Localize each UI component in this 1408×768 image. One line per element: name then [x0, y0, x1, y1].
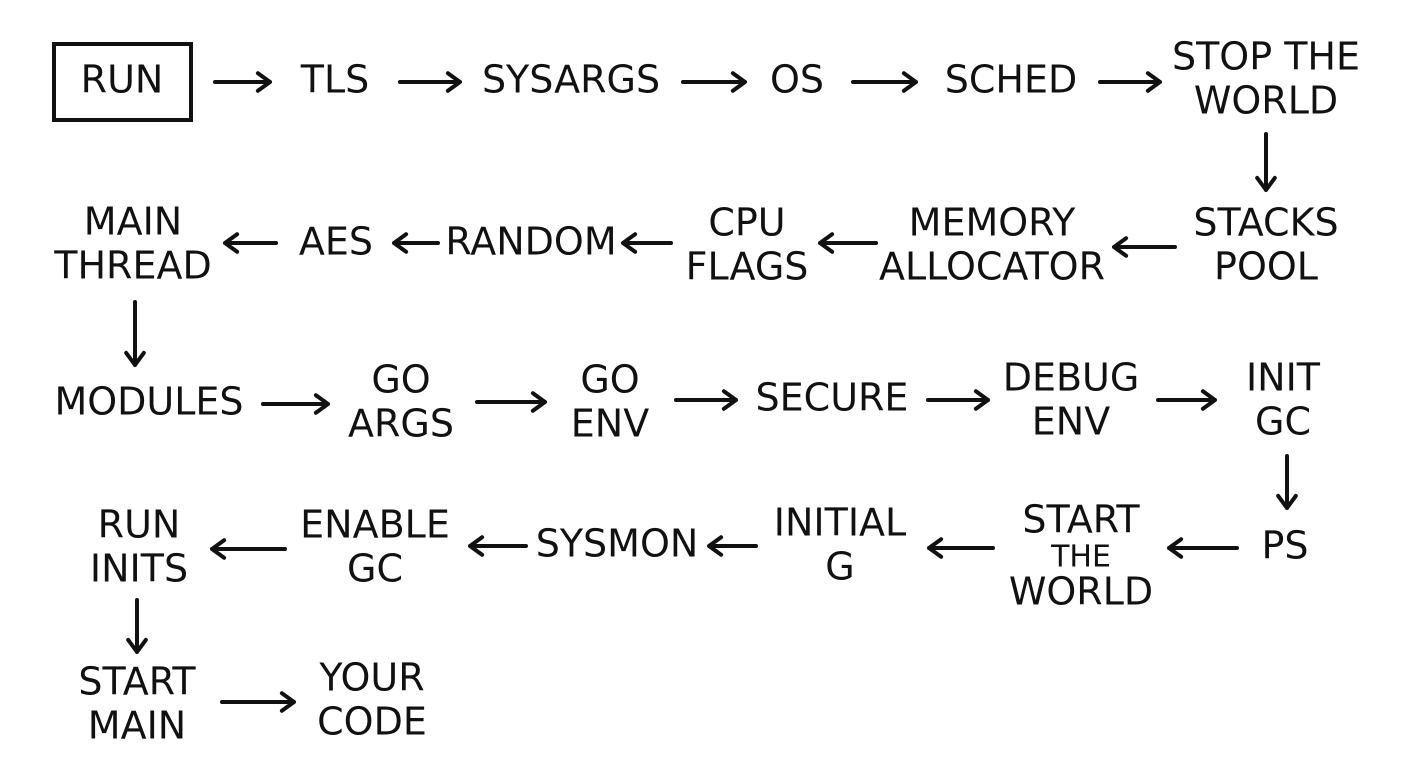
node-init-gc-label: INIT [1246, 356, 1321, 400]
arrow-enable-gc-to-run-inits [210, 538, 287, 560]
node-cpu-flags-label: FLAGS [686, 245, 809, 289]
node-go-args-label: GO [371, 358, 430, 402]
node-stacks-pool-label: POOL [1214, 245, 1318, 289]
node-os-label: OS [770, 58, 824, 102]
arrow-run-inits-to-start-main [126, 598, 148, 654]
node-init-gc-label: GC [1255, 400, 1311, 444]
arrow-sched-to-stop-the-world [1098, 71, 1162, 93]
arrow-init-gc-to-ps [1276, 454, 1298, 510]
node-secure-label: SECURE [756, 376, 909, 420]
node-start-main-label: START [78, 660, 196, 704]
node-your-code-label: YOUR [318, 656, 424, 700]
arrow-sysmon-to-enable-gc [468, 535, 528, 557]
node-your-code-label: CODE [317, 700, 427, 744]
arrow-ps-to-start-the-world [1167, 537, 1239, 559]
arrow-memory-allocator-to-cpu-flags [818, 232, 878, 254]
node-initial-g-label: INITIAL [774, 501, 906, 545]
node-stacks-pool-label: STACKS [1193, 201, 1338, 245]
arrow-main-thread-to-modules [124, 300, 146, 367]
node-aes-label: AES [299, 220, 373, 264]
arrow-stacks-pool-to-memory-allocator [1112, 236, 1177, 258]
arrow-run-to-tls [213, 71, 272, 93]
node-sysargs-label: SYSARGS [482, 58, 660, 102]
node-main-thread-label: THREAD [53, 244, 211, 288]
node-stop-the-world-label: WORLD [1194, 79, 1338, 123]
arrow-tls-to-sysargs [398, 71, 462, 93]
node-start-main-label: MAIN [88, 704, 186, 748]
node-run-inits-label: INITS [90, 547, 188, 591]
arrow-sysargs-to-os [681, 71, 747, 93]
arrow-debug-env-to-init-gc [1156, 389, 1217, 411]
arrow-aes-to-main-thread [223, 232, 278, 254]
run-node-box [52, 42, 193, 122]
arrow-secure-to-debug-env [926, 389, 990, 411]
node-run-label: RUN [81, 58, 164, 102]
arrow-initial-g-to-sysmon [707, 535, 758, 557]
arrow-cpu-flags-to-random [621, 232, 673, 254]
node-memory-allocator-label: ALLOCATOR [879, 245, 1105, 289]
arrow-stop-the-world-to-stacks-pool [1255, 132, 1277, 192]
node-main-thread-label: MAIN [84, 200, 182, 244]
node-sysmon-label: SYSMON [536, 522, 699, 566]
node-go-env-label: GO [580, 358, 639, 402]
node-go-args-label: ARGS [348, 402, 454, 446]
node-sched-label: SCHED [945, 58, 1078, 102]
node-run-inits-label: RUN [98, 503, 181, 547]
node-stop-the-world-label: STOP THE [1172, 35, 1360, 79]
node-modules-label: MODULES [54, 380, 243, 424]
arrow-start-main-to-your-code [220, 691, 296, 713]
node-go-env-label: ENV [571, 402, 649, 446]
node-ps-label: PS [1261, 524, 1308, 568]
node-start-the-world-label: THE [1050, 540, 1111, 575]
node-initial-g-label: G [825, 545, 854, 589]
node-memory-allocator-label: MEMORY [909, 201, 1076, 245]
node-start-the-world-label: WORLD [1009, 570, 1153, 614]
arrow-start-the-world-to-initial-g [927, 537, 995, 559]
arrow-go-args-to-go-env [475, 391, 547, 413]
arrow-modules-to-go-args [261, 393, 330, 415]
node-debug-env-label: DEBUG [1003, 356, 1140, 400]
arrow-random-to-aes [392, 232, 440, 254]
node-enable-gc-label: GC [347, 547, 403, 591]
node-random-label: RANDOM [445, 220, 616, 264]
node-tls-label: TLS [300, 58, 370, 102]
node-cpu-flags-label: CPU [708, 201, 785, 245]
arrow-os-to-sched [851, 71, 918, 93]
flow-arrows [124, 71, 1298, 713]
arrow-go-env-to-secure [674, 389, 738, 411]
node-enable-gc-label: ENABLE [300, 503, 450, 547]
node-start-the-world-label: START [1022, 498, 1140, 542]
node-debug-env-label: ENV [1032, 400, 1110, 444]
